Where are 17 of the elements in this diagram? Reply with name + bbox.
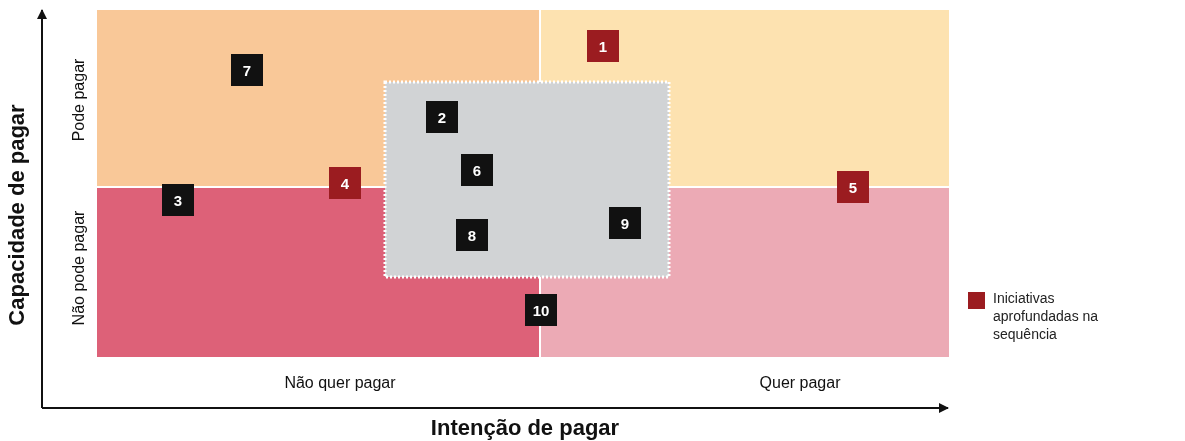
quadrant-label: Não pode pagar <box>70 210 88 326</box>
number-marker: 10 <box>525 294 557 326</box>
quadrant-label: Não quer pagar <box>284 374 396 392</box>
number-marker: 8 <box>456 219 488 251</box>
number-marker: 7 <box>231 54 263 86</box>
quadrant-label: Pode pagar <box>70 58 88 142</box>
highlighted-marker: 1 <box>587 30 619 62</box>
number-marker: 6 <box>461 154 493 186</box>
highlighted-marker: 5 <box>837 171 869 203</box>
highlighted-marker: 4 <box>329 167 361 199</box>
number-marker: 3 <box>162 184 194 216</box>
axis-title: Intenção de pagar <box>430 415 620 441</box>
number-marker: 2 <box>426 101 458 133</box>
number-marker: 9 <box>609 207 641 239</box>
quadrant-label: Quer pagar <box>759 374 841 392</box>
legend-label: Iniciativas aprofundadas na sequência <box>993 289 1100 343</box>
axis-title: Capacidade de pagar <box>4 104 30 326</box>
